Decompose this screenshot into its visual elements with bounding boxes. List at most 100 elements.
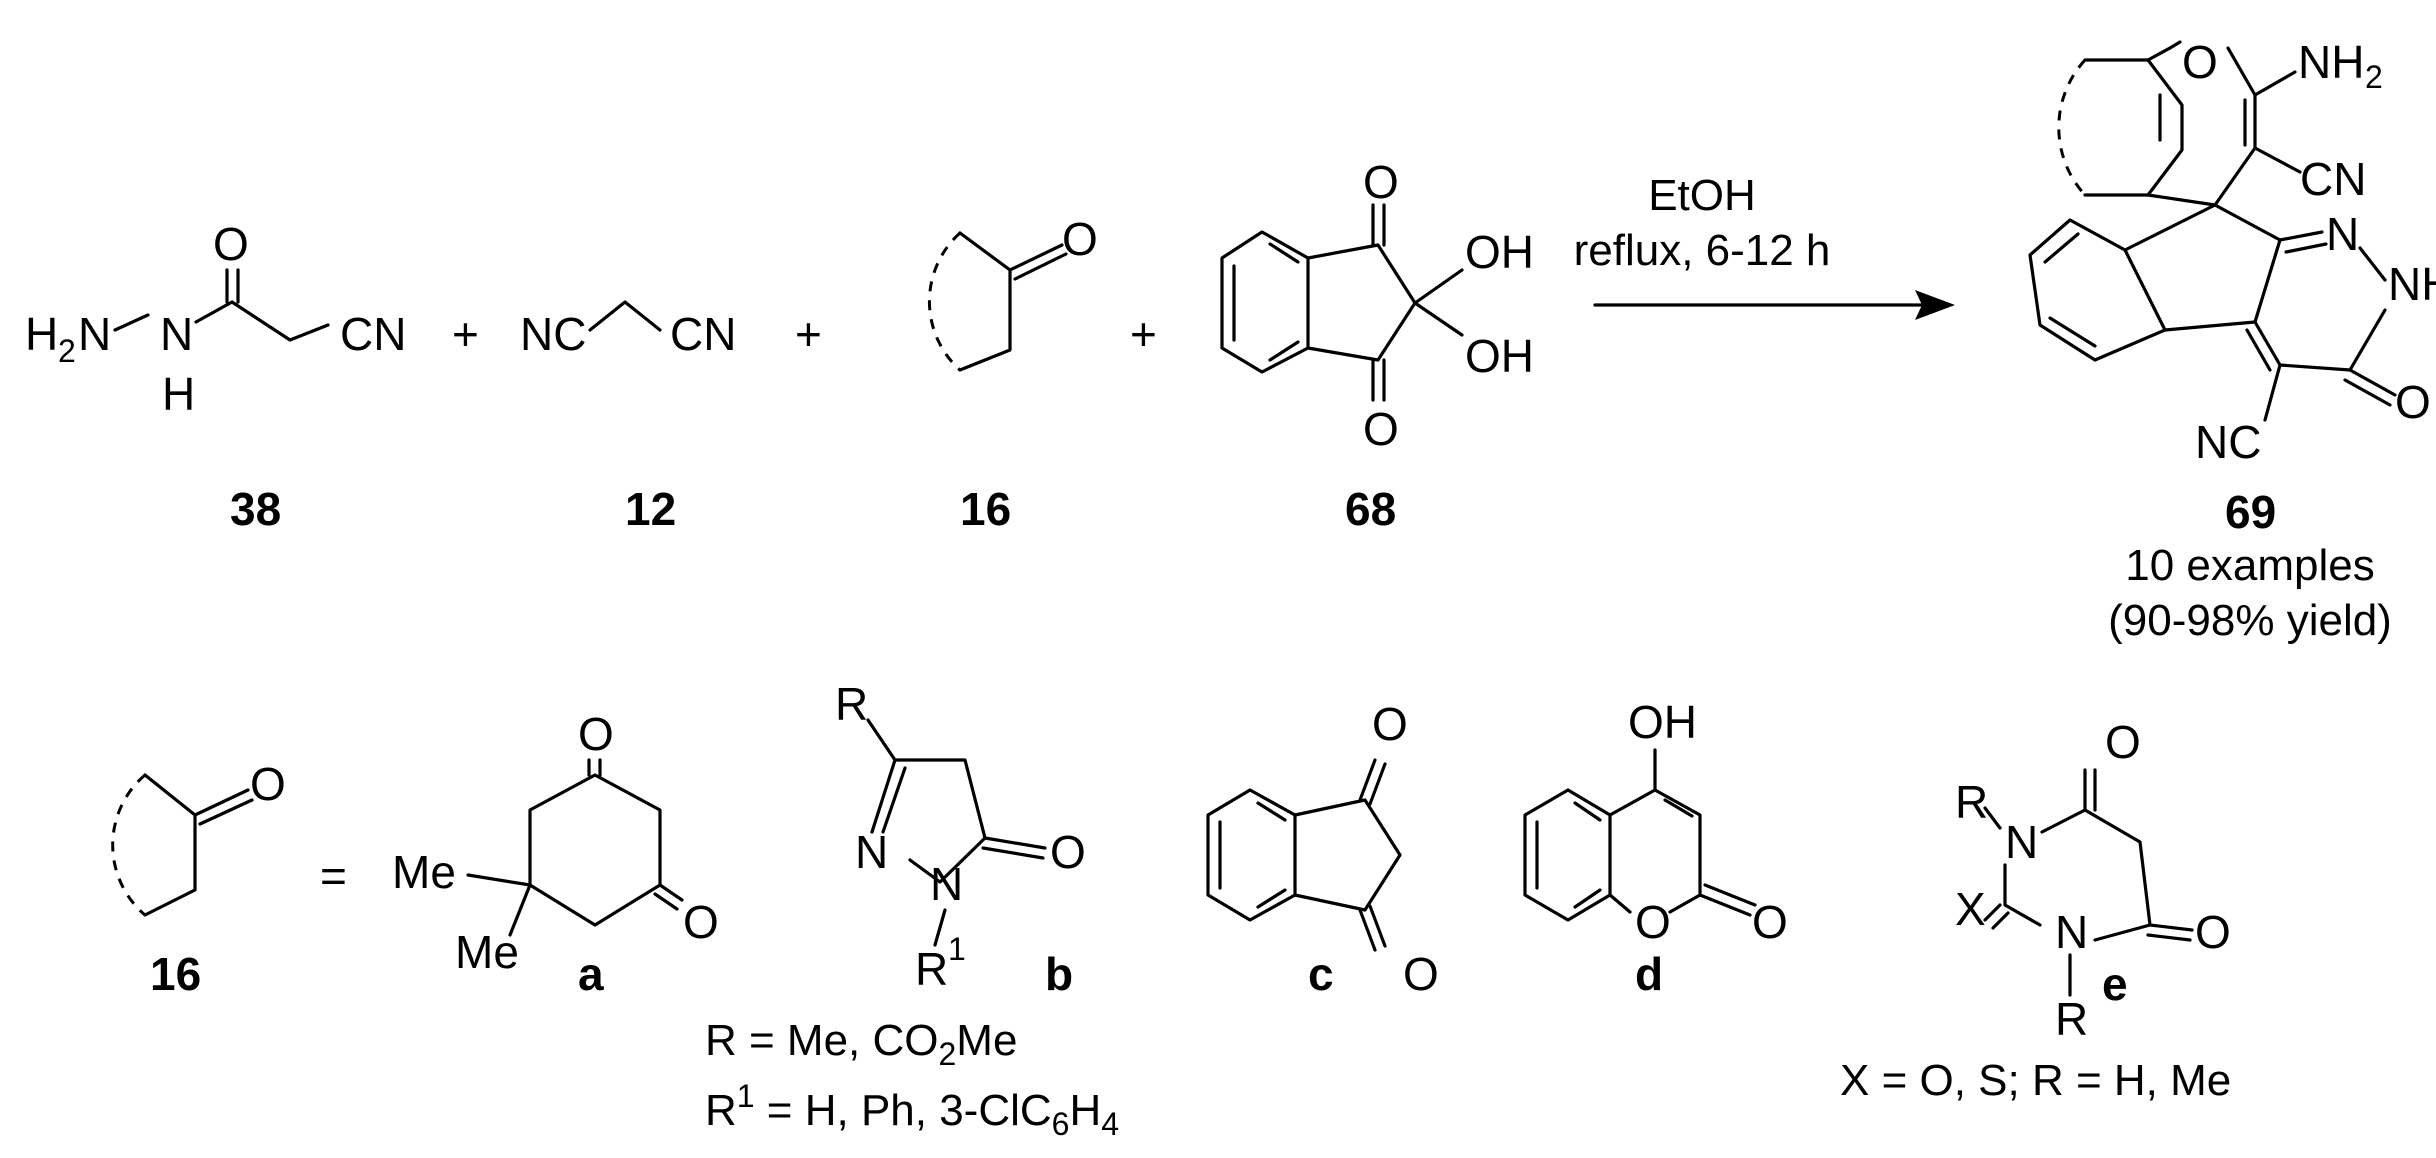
atom-O: O bbox=[683, 896, 719, 948]
atom-O: O bbox=[1372, 698, 1408, 750]
compound-69: O NH 2 CN N NH O NC 69 10 examples (90-9… bbox=[2028, 36, 2436, 645]
bond bbox=[2343, 368, 2397, 407]
bond bbox=[113, 313, 150, 332]
structure-c: O O c bbox=[1206, 698, 1439, 1000]
plus-sign: + bbox=[795, 308, 822, 360]
bond bbox=[194, 300, 330, 342]
atom-O: O bbox=[2395, 376, 2431, 428]
atom-R: R bbox=[835, 678, 868, 730]
structure-e: O R N X N O R e X = O, S; R = H, Me bbox=[1840, 716, 2231, 1105]
atom-R: R bbox=[915, 943, 948, 995]
bond bbox=[193, 788, 254, 826]
atom-Me: Me bbox=[455, 926, 519, 978]
bond bbox=[1698, 883, 1757, 917]
bond bbox=[2123, 203, 2282, 332]
bond bbox=[1306, 243, 1417, 362]
aromatic-bond bbox=[2043, 232, 2097, 348]
sub-label-c: c bbox=[1308, 948, 1334, 1000]
atom-X: X bbox=[1955, 883, 1986, 935]
atom-O: O bbox=[1403, 948, 1439, 1000]
bond bbox=[143, 773, 197, 917]
bond bbox=[2146, 923, 2194, 942]
bond bbox=[1358, 904, 1387, 952]
sub-label-b: b bbox=[1045, 948, 1073, 1000]
atom-N: N bbox=[2326, 208, 2359, 260]
bond bbox=[1983, 768, 2152, 997]
compound-label-38: 38 bbox=[230, 483, 281, 535]
plus-sign: + bbox=[452, 308, 479, 360]
atom-O: O bbox=[1635, 896, 1671, 948]
compound-label-16: 16 bbox=[150, 948, 201, 1000]
atom-O: O bbox=[250, 758, 286, 810]
bond bbox=[2278, 230, 2328, 254]
bond bbox=[2245, 308, 2387, 372]
atom-O: O bbox=[2195, 906, 2231, 958]
ring-arc bbox=[111, 773, 146, 917]
atom-R: R bbox=[1955, 776, 1988, 828]
bond bbox=[528, 773, 662, 927]
product-yield: (90-98% yield) bbox=[2108, 596, 2392, 645]
structure-b: R N N O R 1 b bbox=[835, 678, 1086, 1000]
atom-O: O bbox=[213, 218, 249, 270]
bond bbox=[588, 300, 662, 332]
atom-NH: NH bbox=[2388, 258, 2436, 310]
compound-label-16: 16 bbox=[960, 483, 1011, 535]
compound-label-68: 68 bbox=[1345, 483, 1396, 535]
arrow-head bbox=[1915, 290, 1955, 320]
bond bbox=[1358, 758, 1387, 806]
plus-sign: + bbox=[1130, 308, 1157, 360]
compound-label-69: 69 bbox=[2225, 486, 2276, 538]
bond bbox=[933, 908, 947, 947]
atom-NH: NH bbox=[2298, 36, 2364, 88]
atom-O: O bbox=[1363, 156, 1399, 208]
bond bbox=[2263, 363, 2282, 422]
sub-label-a: a bbox=[578, 948, 604, 1000]
bond bbox=[587, 758, 602, 777]
reaction-arrow: EtOH reflux, 6-12 h bbox=[1574, 171, 1955, 320]
benzene-ring bbox=[2028, 218, 2167, 362]
ring-arc bbox=[927, 231, 962, 372]
atom-H: H bbox=[162, 368, 195, 420]
sub-label-e: e bbox=[2102, 958, 2128, 1010]
bond bbox=[981, 836, 1047, 860]
aromatic-bond bbox=[1232, 242, 1300, 362]
atom-N: N bbox=[160, 308, 193, 360]
bond bbox=[2253, 146, 2302, 174]
atom-OH: OH bbox=[1628, 696, 1697, 748]
atom-OH: OH bbox=[1465, 330, 1534, 382]
bond bbox=[1608, 788, 1702, 914]
superscript-1: 1 bbox=[948, 931, 966, 967]
condition-solvent: EtOH bbox=[1648, 171, 1756, 220]
atom-NC: NC bbox=[2195, 416, 2261, 468]
bond bbox=[1413, 268, 1464, 337]
bond bbox=[1008, 243, 1068, 281]
sub-label-d: d bbox=[1635, 948, 1663, 1000]
ring-arc bbox=[2057, 58, 2087, 197]
atom-R: R bbox=[2055, 993, 2088, 1045]
bond bbox=[2083, 58, 2184, 197]
compound-38: H 2 N N H O CN 38 bbox=[25, 218, 406, 535]
structure-d: OH O O d bbox=[1523, 696, 1788, 1000]
compound-68: O O OH OH 68 bbox=[1220, 156, 1534, 535]
b-R-definition: R = Me, CO2Me bbox=[705, 1016, 1017, 1072]
e-definition: X = O, S; R = H, Me bbox=[1840, 1056, 2231, 1105]
product-examples: 10 examples bbox=[2125, 541, 2374, 590]
bond bbox=[866, 718, 987, 884]
atom-O: O bbox=[1062, 213, 1098, 265]
atom-CN: CN bbox=[670, 308, 736, 360]
bond bbox=[1371, 358, 1386, 402]
subscript-2: 2 bbox=[58, 333, 76, 369]
bond bbox=[466, 873, 532, 937]
atom-O: O bbox=[2105, 716, 2141, 768]
atom-N: N bbox=[2005, 816, 2038, 868]
b-R1-definition: R1 = H, Ph, 3-ClC6H4 bbox=[705, 1078, 1119, 1142]
atom-Me: Me bbox=[392, 846, 456, 898]
compound-12: NC CN 12 bbox=[520, 300, 736, 535]
structure-a: O O Me Me a bbox=[392, 708, 719, 1000]
atom-CN: CN bbox=[2300, 153, 2366, 205]
bond bbox=[2358, 246, 2387, 282]
bond bbox=[2168, 40, 2182, 50]
atom-N: N bbox=[78, 308, 111, 360]
atom-O: O bbox=[1752, 896, 1788, 948]
atom-H: H bbox=[25, 308, 58, 360]
